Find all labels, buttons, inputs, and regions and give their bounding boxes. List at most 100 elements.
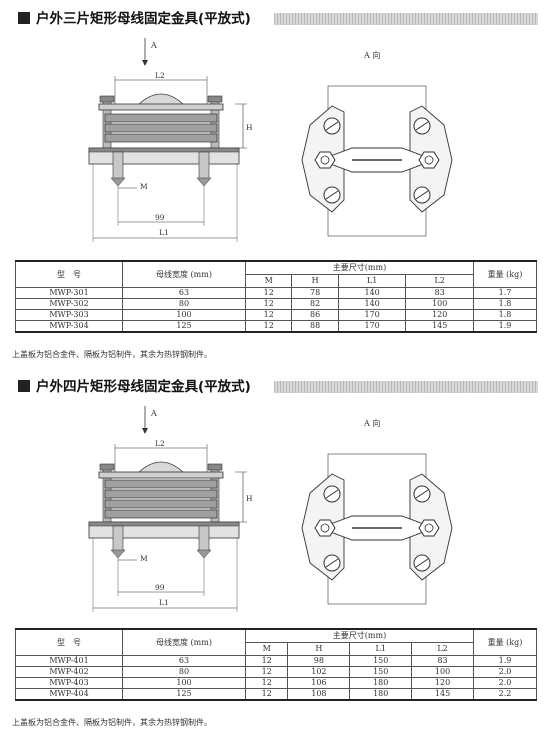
dim-l2-label: L2 (155, 71, 165, 80)
cell-h: 82 (291, 298, 339, 310)
cell-l2: 83 (405, 287, 474, 299)
cell-l1: 180 (349, 677, 413, 689)
table-row: MWP-304 125 12 88 170 145 1.9 (15, 320, 537, 333)
cell-l2: 145 (405, 320, 474, 333)
cell-weight: 2.0 (473, 666, 537, 678)
cell-m: 12 (244, 688, 289, 701)
cell-l1: 170 (337, 309, 407, 321)
cell-width: 100 (122, 677, 246, 689)
cell-l1: 180 (349, 688, 413, 701)
cell-h: 108 (287, 688, 351, 701)
view-a-drawing: A 向 (301, 418, 453, 605)
section-header: 户外三片矩形母线固定金具(平放式) (18, 10, 538, 28)
cell-width: 63 (122, 655, 246, 667)
dim-l1-label: L1 (159, 228, 169, 237)
section-header-bar (274, 381, 538, 393)
cell-model: MWP-403 (15, 677, 123, 689)
cell-weight: 1.8 (473, 309, 537, 321)
view-a-label: A 向 (363, 418, 380, 428)
header-main-dims: 主要尺寸(mm) (245, 628, 474, 643)
cell-h: 102 (287, 666, 351, 678)
dim-h-label: H (246, 123, 253, 132)
cell-weight: 2.0 (473, 677, 537, 689)
table-row: MWP-401 63 12 98 150 83 1.9 (15, 655, 537, 667)
cell-h: 78 (291, 287, 339, 299)
cell-width: 125 (122, 320, 246, 333)
cell-m: 12 (244, 677, 289, 689)
side-view-drawing: A L2 (88, 38, 253, 242)
side-view-drawing: A L2 H M (88, 406, 253, 612)
material-note: 上盖板为铝合金件、隔板为铝制件，其余为热锌钢制件。 (12, 718, 212, 727)
cell-model: MWP-302 (15, 298, 123, 310)
cell-model: MWP-303 (15, 309, 123, 321)
cell-m: 12 (244, 287, 293, 299)
cell-l1: 140 (337, 287, 407, 299)
header-h: H (291, 274, 339, 288)
cell-l1: 170 (337, 320, 407, 333)
dim-m-label: M (140, 554, 148, 563)
cell-weight: 1.7 (473, 287, 537, 299)
cell-width: 125 (122, 688, 246, 701)
cell-m: 12 (244, 655, 289, 667)
cell-h: 98 (287, 655, 351, 667)
cell-l2: 83 (411, 655, 474, 667)
cell-h: 88 (291, 320, 339, 333)
arrow-a-label: A (150, 41, 157, 50)
cell-m: 12 (244, 666, 289, 678)
cell-model: MWP-401 (15, 655, 123, 667)
cell-model: MWP-301 (15, 287, 123, 299)
cell-h: 86 (291, 309, 339, 321)
cell-weight: 2.2 (473, 688, 537, 701)
dim-m-label: M (140, 182, 148, 191)
cell-l1: 140 (337, 298, 407, 310)
arrow-a-label: A (150, 409, 157, 418)
dim-99-label: 99 (155, 213, 165, 222)
dim-l2-label: L2 (155, 439, 165, 448)
section-bullet-icon (18, 12, 30, 24)
header-l2: L2 (411, 642, 474, 656)
cell-m: 12 (244, 309, 293, 321)
header-weight: 重量 (kg) (473, 628, 537, 656)
cell-weight: 1.8 (473, 298, 537, 310)
cell-width: 63 (122, 287, 246, 299)
cell-model: MWP-304 (15, 320, 123, 333)
header-m: M (244, 274, 293, 288)
section-bullet-icon (18, 380, 30, 392)
cell-width: 80 (122, 666, 246, 678)
header-width: 母线宽度 (mm) (122, 260, 246, 288)
cell-width: 100 (122, 309, 246, 321)
header-h: H (287, 642, 351, 656)
cell-weight: 1.9 (473, 655, 537, 667)
cell-l2: 100 (411, 666, 474, 678)
cell-h: 106 (287, 677, 351, 689)
section-header: 户外四片矩形母线固定金具(平放式) (18, 378, 538, 396)
spec-table: 型 号 母线宽度 (mm) 主要尺寸(mm) 重量 (kg) M H L1 L2… (15, 260, 537, 333)
table-row: MWP-302 80 12 82 140 100 1.8 (15, 298, 537, 310)
cell-weight: 1.9 (473, 320, 537, 333)
header-model: 型 号 (15, 628, 123, 656)
cell-model: MWP-404 (15, 688, 123, 701)
table-row: MWP-303 100 12 86 170 120 1.8 (15, 309, 537, 321)
header-width: 母线宽度 (mm) (122, 628, 246, 656)
header-model: 型 号 (15, 260, 123, 288)
section-header-bar (274, 13, 538, 25)
cell-l2: 120 (405, 309, 474, 321)
cell-model: MWP-402 (15, 666, 123, 678)
header-weight: 重量 (kg) (473, 260, 537, 288)
table-row: MWP-402 80 12 102 150 100 2.0 (15, 666, 537, 678)
cell-l2: 100 (405, 298, 474, 310)
cell-l2: 145 (411, 688, 474, 701)
cell-l2: 120 (411, 677, 474, 689)
header-main-dims: 主要尺寸(mm) (245, 260, 474, 275)
table-row: MWP-301 63 12 78 140 83 1.7 (15, 287, 537, 299)
dim-l1-label: L1 (159, 598, 169, 607)
section-title: 户外三片矩形母线固定金具(平放式) (36, 11, 251, 27)
dim-h-label: H (246, 494, 253, 503)
table-row: MWP-403 100 12 106 180 120 2.0 (15, 677, 537, 689)
cell-m: 12 (244, 298, 293, 310)
section-title: 户外四片矩形母线固定金具(平放式) (36, 379, 251, 395)
header-m: M (244, 642, 289, 656)
header-l1: L1 (337, 274, 407, 288)
header-l1: L1 (349, 642, 413, 656)
